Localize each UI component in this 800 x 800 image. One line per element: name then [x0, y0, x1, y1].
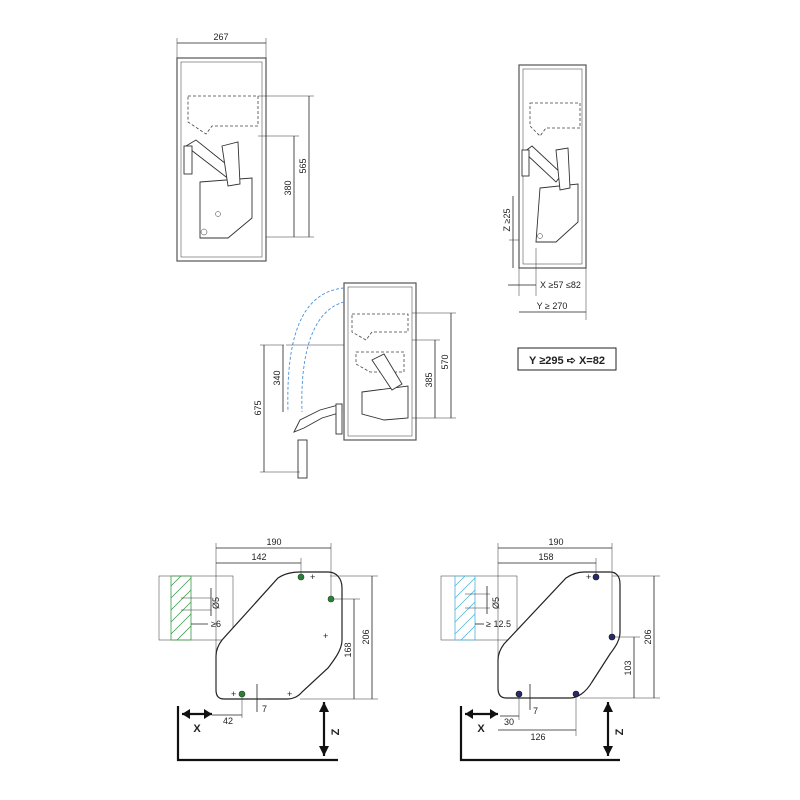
cabinet-inner-outline — [180, 61, 263, 258]
dimension-142: 142 — [251, 552, 266, 562]
door-handle-bracket — [297, 439, 308, 479]
mounting-plate — [215, 571, 343, 700]
dimension-206: 206 — [361, 629, 371, 644]
door-open-outline — [529, 102, 581, 137]
lift-mechanism-body — [361, 385, 409, 421]
pivot-point — [537, 233, 543, 239]
cabinet-outline — [518, 64, 587, 269]
carcass-bottom-line — [176, 706, 338, 762]
y-dimension: Y ≥ 270 — [537, 301, 568, 311]
cabinet-inner-outline — [347, 286, 413, 437]
door-open-outline — [187, 95, 259, 135]
z-arrowhead-top — [319, 702, 329, 712]
x-label: X — [477, 723, 485, 735]
top-left-view: 267 565 380 — [176, 32, 314, 262]
dimension-7: 7 — [533, 706, 538, 716]
lift-arm-upper — [221, 141, 241, 187]
z-arrowhead-bottom — [603, 746, 613, 756]
plus-mark: + — [586, 572, 591, 582]
side-panel — [440, 575, 518, 641]
plus-mark: + — [287, 689, 292, 699]
mounting-hole — [608, 633, 616, 641]
panel-hatching — [454, 575, 476, 641]
bottom-right-detail: Ø5 ≥ 12.5 + 190 158 103 206 30 7 — [440, 537, 660, 762]
height-dimension-inner: 380 — [283, 180, 293, 195]
condition-text: Y ≥295 ➪ X=82 — [529, 355, 605, 367]
dimension-168: 168 — [343, 642, 353, 657]
dimension-190: 190 — [548, 537, 563, 547]
plus-mark: + — [310, 572, 315, 582]
dimension-30: 30 — [504, 717, 514, 727]
hole-diameter: Ø5 — [491, 597, 501, 609]
z-dimension: Z ≥25 — [502, 209, 512, 232]
condition-box: Y ≥295 ➪ X=82 — [517, 347, 617, 371]
cabinet-outline — [176, 57, 267, 262]
width-dimension: 267 — [213, 32, 228, 42]
mounting-plate — [497, 571, 621, 699]
side-panel — [158, 575, 234, 641]
dimension-7: 7 — [262, 704, 267, 714]
x-label: X — [193, 723, 201, 735]
x-arrowhead-left — [182, 709, 190, 719]
carcass-bottom-line — [459, 706, 620, 762]
x-arrowhead-right — [204, 709, 212, 719]
mounting-hole — [572, 690, 580, 698]
middle-open-view: 340 675 385 570 — [253, 282, 456, 479]
x-arrowhead-right — [490, 709, 498, 719]
door-closed-outline — [351, 313, 409, 341]
mounting-hole — [297, 573, 305, 581]
plus-mark: + — [323, 631, 328, 641]
mounting-hole — [515, 690, 523, 698]
swing-arc-outer — [287, 287, 345, 413]
dimension-126: 126 — [530, 732, 545, 742]
z-label: Z — [330, 728, 342, 735]
dimension-385: 385 — [424, 372, 434, 387]
swing-arc-inner — [301, 301, 345, 413]
cabinet-outline — [343, 282, 417, 441]
pivot-point — [215, 211, 221, 217]
top-right-view: Z ≥25 X ≥57 ≤82 Y ≥ 270 — [502, 64, 587, 320]
dimension-158: 158 — [538, 552, 553, 562]
x-dimension: X ≥57 ≤82 — [540, 280, 581, 290]
pivot-point — [200, 228, 208, 236]
door-bracket — [183, 145, 193, 175]
lift-mechanism-body — [199, 177, 253, 239]
lift-mechanism-body — [535, 183, 579, 243]
door-bracket — [521, 149, 530, 177]
hatched-panel — [170, 575, 192, 641]
bottom-left-detail: Ø5 ≥6 + + + + 190 142 168 206 42 — [158, 537, 378, 762]
x-arrowhead-left — [465, 709, 473, 719]
condition-frame — [517, 347, 617, 371]
dimension-340: 340 — [272, 370, 282, 385]
mounting-hole — [327, 595, 335, 603]
z-arrowhead-top — [603, 702, 613, 712]
dimension-42: 42 — [223, 716, 233, 726]
dimension-570: 570 — [440, 354, 450, 369]
dimension-675: 675 — [253, 400, 263, 415]
edge-distance: ≥ 12.5 — [486, 619, 511, 629]
dimension-206: 206 — [643, 629, 653, 644]
mounting-hole — [238, 690, 246, 698]
open-door — [293, 403, 343, 433]
lift-arm — [371, 353, 403, 391]
mounting-hole — [592, 573, 600, 581]
height-dimension-outer: 565 — [298, 158, 308, 173]
lift-arm-upper — [555, 147, 571, 191]
z-arrowhead-bottom — [319, 746, 329, 756]
panel-hatching — [170, 575, 192, 641]
z-label: Z — [614, 728, 626, 735]
dimension-190: 190 — [266, 537, 281, 547]
plus-mark: + — [231, 689, 236, 699]
door-stop — [335, 403, 343, 435]
dimension-103: 103 — [623, 660, 633, 675]
